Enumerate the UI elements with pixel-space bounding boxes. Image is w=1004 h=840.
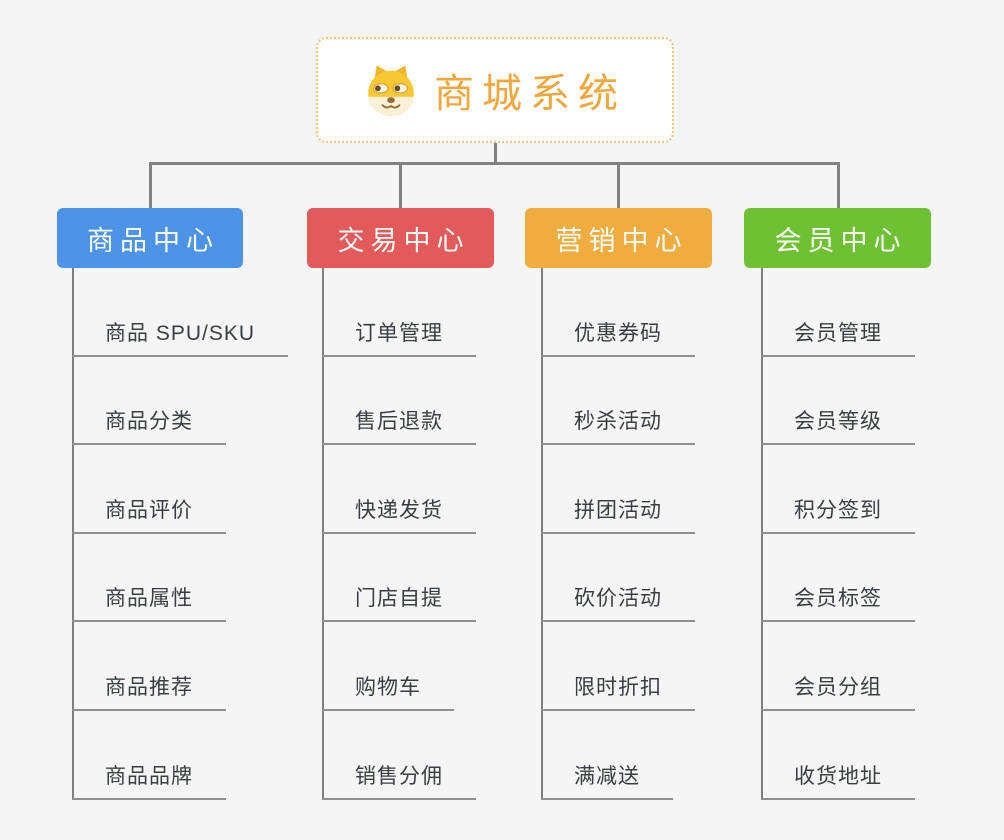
trunk-line-1 <box>72 268 74 800</box>
branch-trade-items: 订单管理 售后退款 快递发货 门店自提 购物车 销售分佣 <box>322 268 476 800</box>
leaf-node[interactable]: 购物车 <box>322 671 454 711</box>
leaf-node[interactable]: 会员等级 <box>761 405 915 446</box>
leaf-node[interactable]: 商品品牌 <box>72 760 226 800</box>
leaf-node[interactable]: 拼团活动 <box>541 494 695 534</box>
leaf-node[interactable]: 订单管理 <box>322 317 476 357</box>
branch-marketing-items: 优惠券码 秒杀活动 拼团活动 砍价活动 限时折扣 满减送 <box>541 268 695 800</box>
branch-marketing-center[interactable]: 营销中心 <box>525 208 712 268</box>
leaf-node[interactable]: 销售分佣 <box>322 760 476 800</box>
connector-drop-2 <box>399 162 402 208</box>
leaf-node[interactable]: 收货地址 <box>761 760 915 800</box>
leaf-node[interactable]: 会员分组 <box>761 671 915 711</box>
leaf-node[interactable]: 商品属性 <box>72 582 226 623</box>
trunk-line-3 <box>541 268 543 800</box>
leaf-node[interactable]: 商品 SPU/SKU <box>72 317 289 357</box>
leaf-node[interactable]: 限时折扣 <box>541 671 695 711</box>
leaf-node[interactable]: 商品分类 <box>72 405 226 446</box>
connector-root-stub <box>494 143 497 164</box>
leaf-node[interactable]: 快递发货 <box>322 494 476 534</box>
leaf-node[interactable]: 门店自提 <box>322 582 476 623</box>
doge-face-icon <box>364 63 418 117</box>
leaf-node[interactable]: 商品评价 <box>72 494 226 534</box>
leaf-node[interactable]: 会员管理 <box>761 317 915 357</box>
trunk-line-2 <box>322 268 324 800</box>
connector-drop-3 <box>617 162 620 208</box>
leaf-node[interactable]: 满减送 <box>541 760 673 800</box>
leaf-node[interactable]: 优惠券码 <box>541 317 695 357</box>
leaf-node[interactable]: 砍价活动 <box>541 582 695 623</box>
branch-member-center[interactable]: 会员中心 <box>744 208 931 268</box>
leaf-node[interactable]: 积分签到 <box>761 494 915 534</box>
leaf-node[interactable]: 商品推荐 <box>72 671 226 711</box>
branch-trade-center[interactable]: 交易中心 <box>307 208 494 268</box>
root-node[interactable]: 商城系统 <box>316 37 674 143</box>
connector-drop-4 <box>837 162 840 208</box>
root-title: 商城系统 <box>434 72 626 116</box>
connector-rail <box>149 162 840 165</box>
branch-product-center[interactable]: 商品中心 <box>57 208 243 268</box>
branch-product-items: 商品 SPU/SKU 商品分类 商品评价 商品属性 商品推荐 商品品牌 <box>72 268 289 800</box>
leaf-node[interactable]: 秒杀活动 <box>541 405 695 446</box>
branch-member-items: 会员管理 会员等级 积分签到 会员标签 会员分组 收货地址 <box>761 268 915 800</box>
connector-drop-1 <box>149 162 152 208</box>
leaf-node[interactable]: 售后退款 <box>322 405 476 446</box>
leaf-node[interactable]: 会员标签 <box>761 582 915 623</box>
trunk-line-4 <box>761 268 763 800</box>
